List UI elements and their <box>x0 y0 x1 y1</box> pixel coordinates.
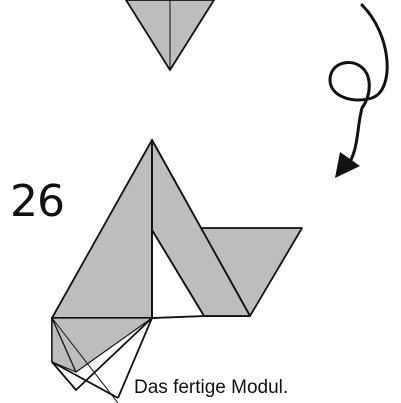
step-number: 26 <box>10 180 64 224</box>
caption: Das fertige Modul. <box>134 378 288 397</box>
loop-arrow-head <box>335 152 360 178</box>
module-left-outer <box>52 140 152 318</box>
loop-arrow-path <box>330 5 387 172</box>
finished-module <box>52 140 302 403</box>
previous-step-triangle <box>126 0 214 70</box>
loop-arrow-icon <box>330 5 387 178</box>
